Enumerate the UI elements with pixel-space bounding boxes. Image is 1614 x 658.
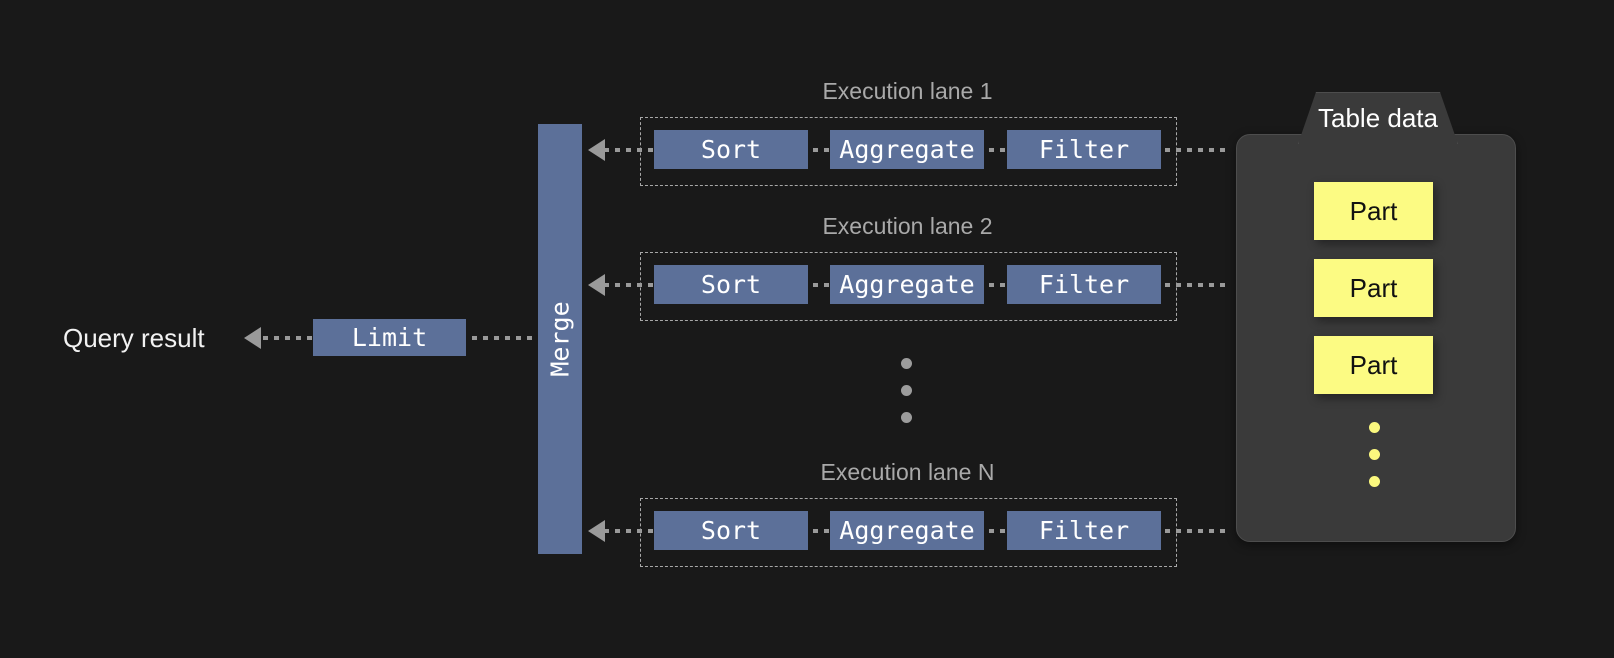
table-data-title: Table data	[1318, 103, 1438, 133]
lane-title-n: Execution lane N	[820, 459, 995, 485]
query-result-label: Query result	[63, 323, 205, 353]
lane-title-1: Execution lane 1	[822, 78, 993, 104]
operator-sort-lane-1[interactable]: Sort	[654, 130, 808, 169]
part-box[interactable]: Part	[1314, 259, 1433, 317]
ellipsis-dot	[1369, 476, 1380, 487]
merge-label: Merge	[545, 301, 575, 377]
operator-limit[interactable]: Limit	[313, 319, 466, 356]
operator-filter-lane-2[interactable]: Filter	[1007, 265, 1161, 304]
lane-ellipsis	[901, 358, 912, 423]
arrow-lane-2-to-merge	[588, 274, 605, 296]
operator-sort-lane-n[interactable]: Sort	[654, 511, 808, 550]
part-box[interactable]: Part	[1314, 336, 1433, 394]
operator-aggregate-lane-2[interactable]: Aggregate	[830, 265, 984, 304]
operator-aggregate-lane-n[interactable]: Aggregate	[830, 511, 984, 550]
operator-filter-lane-1[interactable]: Filter	[1007, 130, 1161, 169]
arrow-to-query-result	[244, 327, 261, 349]
ellipsis-dot	[1369, 449, 1380, 460]
ellipsis-dot	[1369, 422, 1380, 433]
ellipsis-dot	[901, 385, 912, 396]
arrow-lane-1-to-merge	[588, 139, 605, 161]
merge-bar[interactable]: Merge	[538, 124, 582, 554]
lane-title-2: Execution lane 2	[822, 213, 993, 239]
ellipsis-dot	[901, 358, 912, 369]
table-data-container[interactable]: Table data Part Part Part	[1236, 92, 1516, 542]
part-box[interactable]: Part	[1314, 182, 1433, 240]
operator-filter-lane-n[interactable]: Filter	[1007, 511, 1161, 550]
ellipsis-dot	[901, 412, 912, 423]
arrow-lane-n-to-merge	[588, 520, 605, 542]
operator-aggregate-lane-1[interactable]: Aggregate	[830, 130, 984, 169]
operator-sort-lane-2[interactable]: Sort	[654, 265, 808, 304]
table-data-ellipsis	[1369, 422, 1380, 487]
